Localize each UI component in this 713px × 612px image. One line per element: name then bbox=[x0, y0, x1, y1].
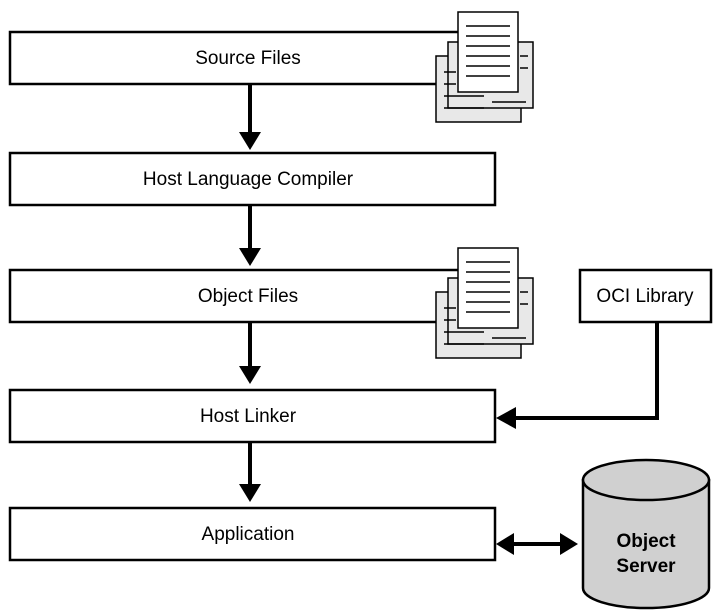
oci-library-box: OCI Library bbox=[578, 268, 713, 324]
application-label: Application bbox=[202, 524, 295, 545]
host-language-compiler-label: Host Language Compiler bbox=[143, 169, 354, 190]
source-files-label: Source Files bbox=[195, 48, 301, 69]
object-server-label-line1: Object bbox=[616, 531, 676, 552]
arrowhead-oci-library-to-linker bbox=[496, 407, 516, 429]
arrow-oci-library-to-linker bbox=[512, 322, 659, 420]
document-stack-icon bbox=[435, 247, 534, 359]
database-cylinder-icon: Object Server bbox=[581, 458, 711, 610]
host-linker-box: Host Linker bbox=[8, 388, 497, 444]
source-files-box: Source Files bbox=[8, 30, 497, 86]
application-box: Application bbox=[8, 506, 497, 562]
object-files-label: Object Files bbox=[198, 286, 298, 307]
document-stack-icon bbox=[435, 11, 534, 123]
host-language-compiler-box: Host Language Compiler bbox=[8, 151, 497, 207]
host-linker-label: Host Linker bbox=[200, 406, 297, 427]
object-server-label-line2: Server bbox=[616, 556, 676, 577]
oci-library-label: OCI Library bbox=[596, 286, 694, 307]
arrowhead-compiler-to-object-files bbox=[239, 248, 261, 266]
object-files-box: Object Files bbox=[8, 268, 497, 324]
arrowhead-right bbox=[560, 533, 578, 555]
arrowhead-linker-to-application bbox=[239, 484, 261, 502]
arrowhead-source-to-compiler bbox=[239, 132, 261, 150]
arrowhead-object-files-to-linker bbox=[239, 366, 261, 384]
arrowhead-left bbox=[496, 533, 514, 555]
